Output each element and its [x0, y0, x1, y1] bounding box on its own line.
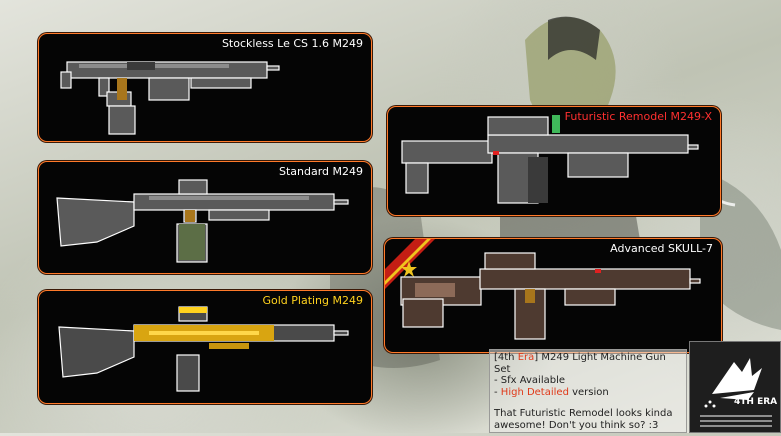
- skull7-sprite: [400, 252, 701, 340]
- weapon-label: Stockless Le CS 1.6 M249: [221, 37, 363, 50]
- weapon-label: Standard M249: [278, 165, 363, 178]
- eagle-emblem-icon: [700, 358, 772, 427]
- fourth-era-logo: 4TH ERA: [689, 341, 781, 433]
- weapon-label: Advanced SKULL-7: [610, 242, 713, 255]
- gold-m249-sprite: [58, 306, 349, 392]
- weapon-panel-skull[interactable]: Advanced SKULL-7: [384, 238, 722, 353]
- description-box: [4th Era] M249 Light Machine Gun Set - S…: [489, 349, 687, 433]
- futuristic-m249-sprite: [401, 115, 699, 204]
- hd-line: - High Detailed version: [494, 386, 609, 398]
- skull-corner-ribbon-icon: [385, 239, 435, 289]
- logo-text: 4TH ERA: [734, 397, 778, 407]
- standard-m249-sprite: [56, 179, 349, 263]
- weapon-panel-gold[interactable]: Gold Plating M249: [38, 290, 372, 404]
- sfx-line: - Sfx Available: [494, 375, 566, 386]
- weapon-label: Futuristic Remodel M249-X: [564, 110, 712, 123]
- weapon-panel-stockless[interactable]: Stockless Le CS 1.6 M249: [38, 33, 372, 142]
- set-title-line: [4th Era] M249 Light Machine Gun Set: [494, 352, 666, 375]
- comment-text: That Futuristic Remodel looks kinda awes…: [494, 408, 673, 431]
- weapon-panel-standard[interactable]: Standard M249: [38, 161, 372, 274]
- stockless-m249-sprite: [60, 61, 280, 135]
- weapon-label: Gold Plating M249: [262, 294, 363, 307]
- weapon-panel-futuristic[interactable]: Futuristic Remodel M249-X: [387, 106, 721, 216]
